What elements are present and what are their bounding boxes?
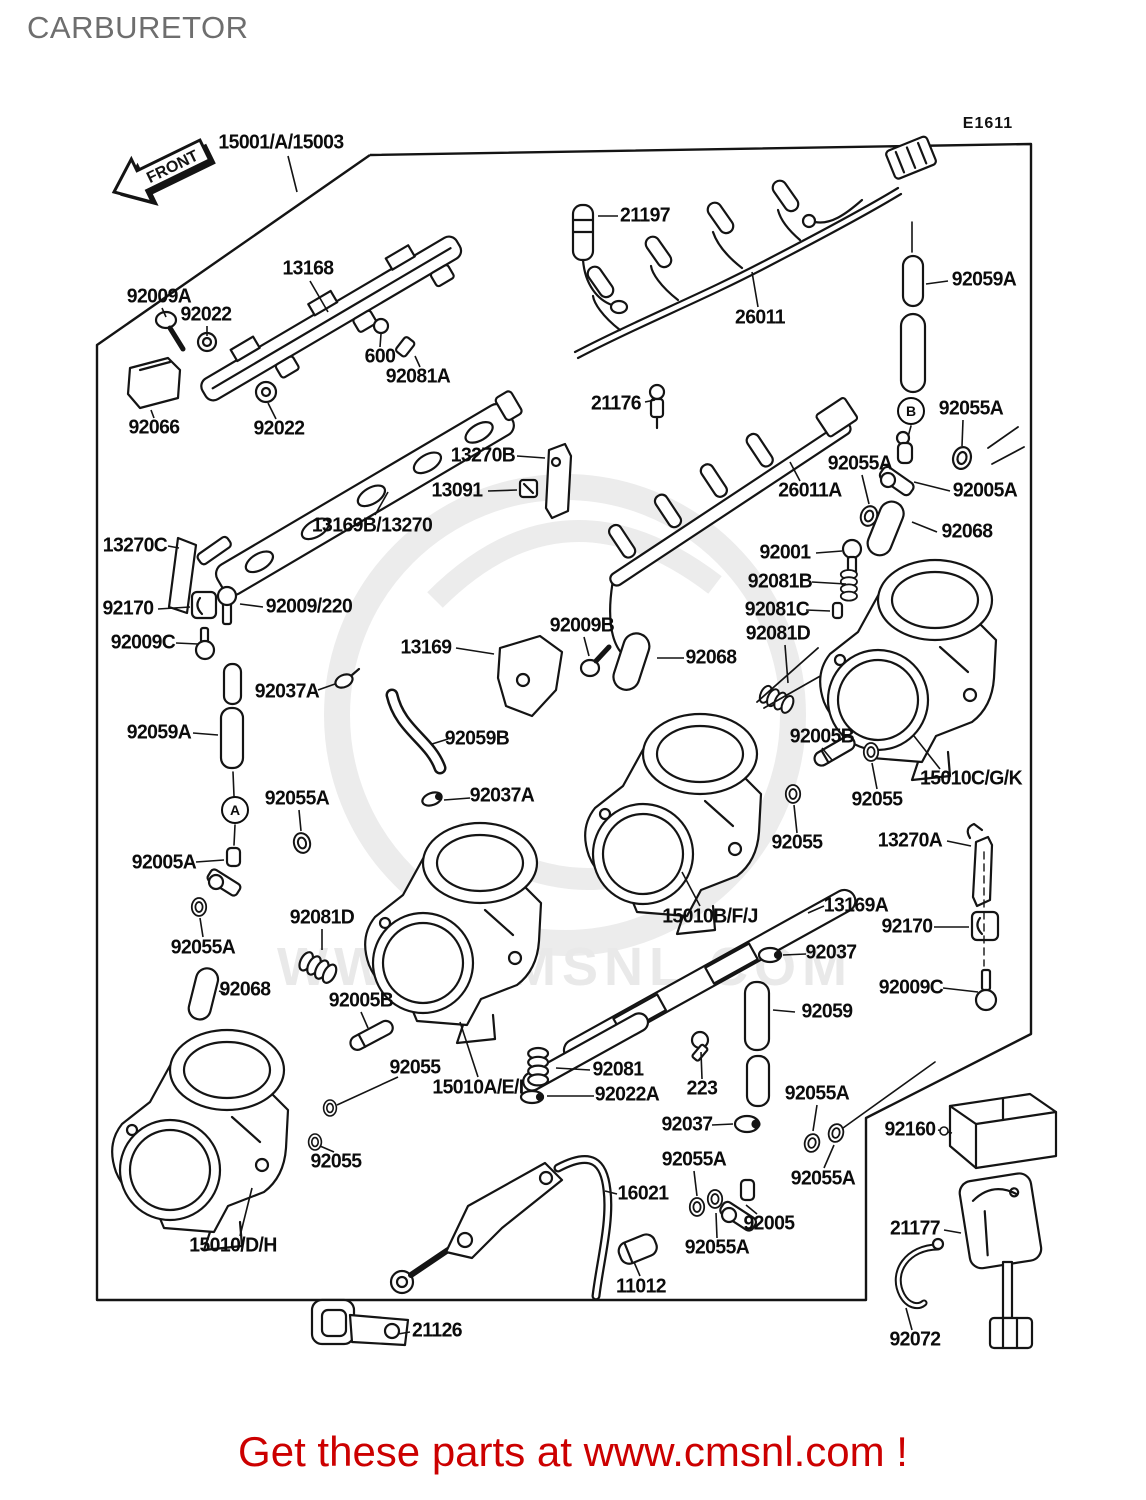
part-number-92081a[interactable]: 92081A [385, 365, 451, 388]
part-number-15010a-e-i[interactable]: 15010A/E/I [432, 1076, 524, 1099]
part-number-13091[interactable]: 13091 [431, 479, 483, 502]
part-number-92022[interactable]: 92022 [180, 303, 232, 326]
part-number-15010b-f-j[interactable]: 15010B/F/J [662, 905, 758, 928]
part-number-92055a[interactable]: 92055A [827, 452, 893, 475]
part-number-92055a[interactable]: 92055A [264, 787, 330, 810]
part-number-92055a[interactable]: 92055A [790, 1167, 856, 1190]
part-number-11012[interactable]: 11012 [616, 1275, 667, 1298]
part-number-15010c-g-k[interactable]: 15010C/G/K [919, 767, 1023, 790]
part-shapes [111, 135, 1058, 1350]
part-number-92037a[interactable]: 92037A [469, 784, 535, 807]
part-number-92068[interactable]: 92068 [685, 646, 737, 669]
part-number-92055[interactable]: 92055 [771, 831, 823, 854]
part-number-600[interactable]: 600 [364, 345, 396, 368]
part-number-13270c[interactable]: 13270C [102, 534, 168, 557]
part-number-92005b[interactable]: 92005B [789, 725, 855, 748]
part-number-92059a[interactable]: 92059A [126, 721, 192, 744]
part-number-92059[interactable]: 92059 [801, 1000, 853, 1023]
part-number-92055a[interactable]: 92055A [684, 1236, 750, 1259]
part-number-92055a[interactable]: 92055A [661, 1148, 727, 1171]
part-number-13270a[interactable]: 13270A [877, 829, 943, 852]
part-number-15001-a-15003[interactable]: 15001/A/15003 [218, 131, 344, 154]
part-number-92059a[interactable]: 92059A [951, 268, 1017, 291]
part-number-92068[interactable]: 92068 [941, 520, 993, 543]
part-number-92005b[interactable]: 92005B [328, 989, 394, 1012]
part-number-92170[interactable]: 92170 [881, 915, 933, 938]
part-number-13169b-13270[interactable]: 13169B/13270 [311, 514, 433, 537]
part-number-92059b[interactable]: 92059B [444, 727, 510, 750]
part-number-21126[interactable]: 21126 [412, 1319, 463, 1342]
part-number-13169[interactable]: 13169 [400, 636, 452, 659]
part-number-92055[interactable]: 92055 [389, 1056, 441, 1079]
part-number-92068[interactable]: 92068 [219, 978, 271, 1001]
diagram-code: E1611 [962, 115, 1014, 132]
part-number-92055a[interactable]: 92055A [170, 936, 236, 959]
leader-lines [150, 155, 979, 1335]
part-number-92055[interactable]: 92055 [310, 1150, 362, 1173]
part-number-92081[interactable]: 92081 [592, 1058, 644, 1081]
part-number-16021[interactable]: 16021 [617, 1182, 669, 1205]
part-number-92081d[interactable]: 92081D [289, 906, 355, 929]
part-number-92005[interactable]: 92005 [743, 1212, 795, 1235]
part-number-13270b[interactable]: 13270B [450, 444, 516, 467]
part-number-92005a[interactable]: 92005A [952, 479, 1018, 502]
part-number-21177[interactable]: 21177 [890, 1217, 941, 1240]
part-number-92022a[interactable]: 92022A [594, 1083, 660, 1106]
page-title: CARBURETOR [27, 10, 249, 45]
part-number-15010-d-h[interactable]: 15010/D/H [189, 1234, 277, 1257]
part-number-92009c[interactable]: 92009C [878, 976, 944, 999]
part-number-21197[interactable]: 21197 [620, 204, 671, 227]
part-number-92066[interactable]: 92066 [128, 416, 180, 439]
front-arrow: FRONT [111, 138, 216, 206]
part-number-92001[interactable]: 92001 [759, 541, 811, 564]
ref-circle-b: B [897, 397, 925, 425]
part-number-13168[interactable]: 13168 [282, 257, 334, 280]
part-number-92009c[interactable]: 92009C [110, 631, 176, 654]
part-number-26011a[interactable]: 26011A [778, 479, 842, 502]
part-number-92037[interactable]: 92037 [661, 1113, 713, 1136]
part-number-13169a[interactable]: 13169A [823, 894, 889, 917]
part-number-92005a[interactable]: 92005A [131, 851, 197, 874]
part-number-92009b[interactable]: 92009B [549, 614, 615, 637]
part-number-92081c[interactable]: 92081C [744, 598, 810, 621]
part-number-92055a[interactable]: 92055A [784, 1082, 850, 1105]
part-number-92160[interactable]: 92160 [884, 1118, 936, 1141]
footer-link[interactable]: Get these parts at www.cmsnl.com ! [238, 1428, 908, 1475]
part-number-92022[interactable]: 92022 [253, 417, 305, 440]
ref-circle-a: A [221, 796, 249, 824]
part-number-223[interactable]: 223 [686, 1077, 718, 1100]
part-number-92037a[interactable]: 92037A [254, 680, 320, 703]
part-number-26011[interactable]: 26011 [735, 306, 786, 329]
part-number-92081b[interactable]: 92081B [747, 570, 813, 593]
part-number-92009-220[interactable]: 92009/220 [265, 595, 353, 618]
part-number-21176[interactable]: 21176 [591, 392, 642, 415]
part-number-92055[interactable]: 92055 [851, 788, 903, 811]
part-number-92055a[interactable]: 92055A [938, 397, 1004, 420]
part-number-92009a[interactable]: 92009A [126, 285, 192, 308]
diagram-frame [95, 142, 1033, 1302]
part-number-92081d[interactable]: 92081D [745, 622, 811, 645]
part-number-92170[interactable]: 92170 [102, 597, 154, 620]
part-number-92037[interactable]: 92037 [805, 941, 857, 964]
part-number-92072[interactable]: 92072 [889, 1328, 941, 1351]
